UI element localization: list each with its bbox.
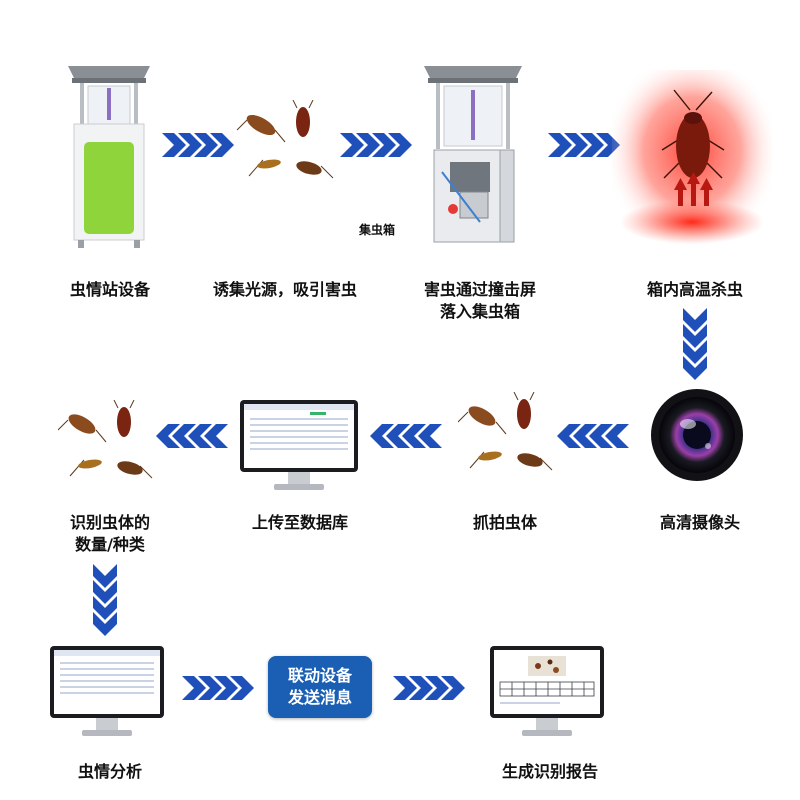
step-report-label: 生成识别报告 <box>501 762 598 781</box>
flow-arrow-down <box>683 308 707 380</box>
step-identify-label: 识别虫体的 数量/种类 <box>69 513 150 554</box>
step-collect-label: 害虫通过撞击屏 落入集虫箱 <box>423 280 536 321</box>
pests-image <box>235 100 335 184</box>
step-kill-label: 箱内高温杀虫 <box>646 280 743 299</box>
heat-kill-image <box>612 70 772 250</box>
step-capture-label: 抓拍虫体 <box>472 513 537 532</box>
flow-arrow-right <box>340 133 412 157</box>
identified-pests-image <box>58 400 154 484</box>
step-upload-label: 上传至数据库 <box>251 513 348 532</box>
database-monitor-image <box>238 398 360 494</box>
flow-arrow-left <box>156 424 228 448</box>
captured-pests-image <box>458 392 554 476</box>
flow-arrow-right <box>182 676 254 700</box>
step-camera-label: 高清摄像头 <box>659 513 740 532</box>
step-attract-label: 诱集光源，吸引害虫 <box>212 280 357 299</box>
report-monitor-image <box>488 644 606 738</box>
step-device-label: 虫情站设备 <box>69 280 150 299</box>
monitoring-station-image <box>62 62 156 250</box>
step-analysis-label: 虫情分析 <box>77 762 142 781</box>
collect-box-callout: 集虫箱 <box>359 223 396 237</box>
station-open-image <box>420 62 526 248</box>
flow-arrow-left <box>557 424 629 448</box>
flow-arrow-left <box>370 424 442 448</box>
linkage-message-badge: 联动设备 发送消息 <box>268 656 372 718</box>
flow-arrow-right <box>393 676 465 700</box>
flow-arrow-down <box>93 564 117 636</box>
camera-lens-image <box>650 388 744 482</box>
flow-arrow-right <box>162 133 234 157</box>
analysis-monitor-image <box>48 644 166 738</box>
flow-arrow-right <box>548 133 620 157</box>
